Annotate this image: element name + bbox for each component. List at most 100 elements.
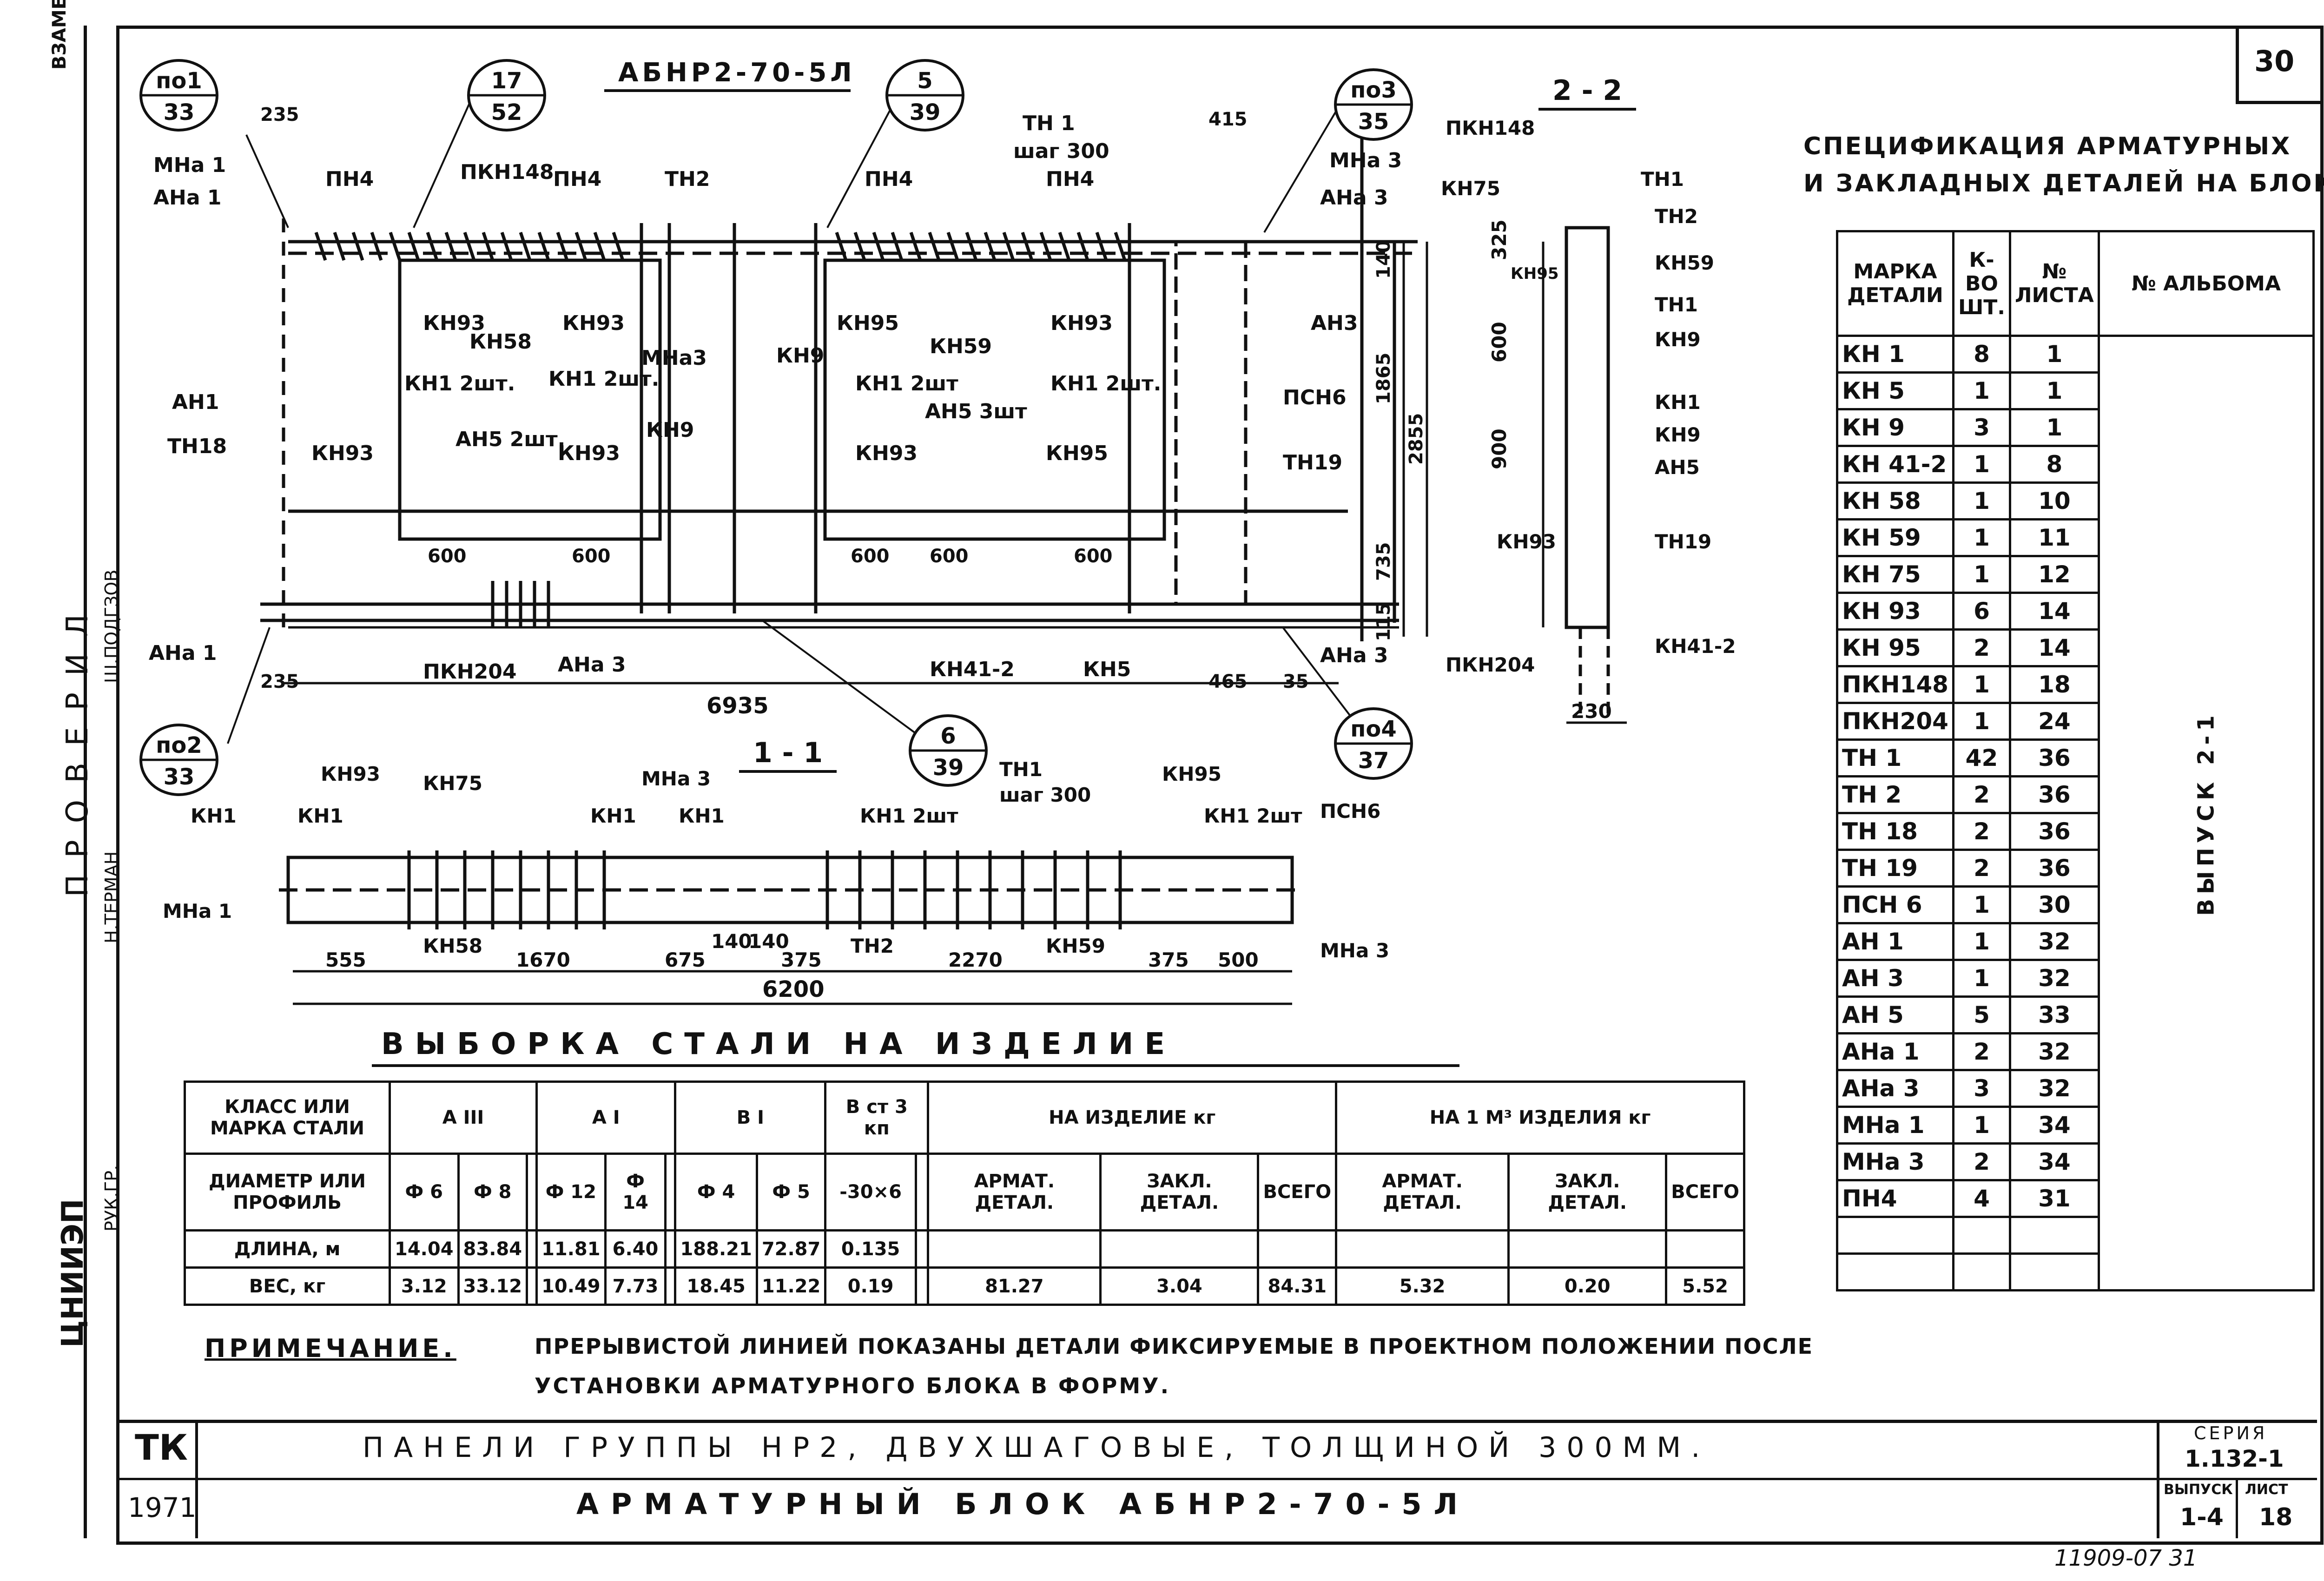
spec-cell-sheet: 34 bbox=[2009, 1106, 2100, 1145]
steel-diam-cell: -30×6 bbox=[824, 1153, 917, 1232]
spec-cell-sheet: 33 bbox=[2009, 995, 2100, 1034]
dim-1865: 1865 bbox=[1373, 353, 1394, 404]
s11-dim-375-a: 375 bbox=[781, 949, 822, 971]
steel-length-cell bbox=[1507, 1229, 1668, 1269]
s22-dim-900: 900 bbox=[1488, 428, 1511, 469]
spec-cell-qty: 1 bbox=[1952, 1106, 2012, 1145]
spec-cell-sheet: 36 bbox=[2009, 812, 2100, 851]
vypusk-value: 1-4 bbox=[2180, 1503, 2224, 1531]
footer-handwritten: 11909-07 31 bbox=[2054, 1545, 2198, 1571]
steel-title-underline bbox=[372, 1064, 1459, 1067]
spec-cell-mark: ПСН 6 bbox=[1836, 885, 1954, 924]
spec-cell-sheet: 34 bbox=[2009, 1142, 2100, 1181]
spec-cell-sheet: 18 bbox=[2009, 665, 2100, 704]
steel-weight-cell bbox=[914, 1266, 930, 1306]
spec-cell-mark: КН 41-2 bbox=[1836, 445, 1954, 484]
s22-tn19: ТН19 bbox=[1655, 530, 1711, 553]
steel-group-b1: В I bbox=[674, 1080, 827, 1155]
spec-cell-mark: КН 58 bbox=[1836, 481, 1954, 520]
s11-dim-6200: 6200 bbox=[762, 976, 825, 1002]
spec-cell-sheet: 36 bbox=[2009, 849, 2100, 888]
dim-35: 35 bbox=[1283, 671, 1309, 692]
lbl-kn95-b: КН95 bbox=[1046, 441, 1108, 465]
s11-kn59: КН59 bbox=[1046, 935, 1105, 957]
steel-diam-cell: АРМАТ. ДЕТАЛ. bbox=[927, 1153, 1102, 1232]
spec-cell-qty: 1 bbox=[1952, 959, 2012, 998]
spec-cell-sheet: 30 bbox=[2009, 885, 2100, 924]
spec-cell-qty: 3 bbox=[1952, 1069, 2012, 1108]
s22-pkn204: ПКН204 bbox=[1446, 653, 1535, 676]
s22-kn95: КН95 bbox=[1511, 264, 1559, 283]
s11-kn1-a: КН1 bbox=[191, 804, 237, 827]
circle-ref-1-bottom: 33 bbox=[164, 99, 195, 125]
s11-kn93: КН93 bbox=[321, 763, 380, 785]
s11-kn75: КН75 bbox=[423, 772, 482, 795]
steel-weight-cell bbox=[526, 1266, 538, 1306]
spec-title-line1: СПЕЦИФИКАЦИЯ АРМАТУРНЫХ bbox=[1803, 132, 2292, 160]
spec-cell-qty: 1 bbox=[1952, 702, 2012, 741]
s22-kn93: КН93 bbox=[1497, 530, 1556, 553]
vypusk-label: ВЫПУСК bbox=[2164, 1482, 2233, 1498]
spec-cell-sheet: 31 bbox=[2009, 1179, 2100, 1218]
spec-cell-qty: 1 bbox=[1952, 665, 2012, 704]
steel-diam-cell: Ф 14 bbox=[604, 1153, 667, 1232]
spec-cell-sheet: 10 bbox=[2009, 481, 2100, 520]
s11-mna3-b: МНа 3 bbox=[1320, 939, 1389, 962]
spec-cell-qty: 2 bbox=[1952, 1032, 2012, 1071]
circle-ref-5-bottom: 33 bbox=[164, 764, 195, 790]
s11-kn1-c: КН1 bbox=[590, 804, 636, 827]
title-block-code-divider bbox=[195, 1420, 198, 1538]
circle-ref-7-top: по4 bbox=[1350, 716, 1397, 742]
steel-weight-cell: 10.49 bbox=[535, 1266, 607, 1306]
steel-length-label: ДЛИНА, м bbox=[184, 1229, 391, 1269]
dim-465: 465 bbox=[1208, 671, 1248, 692]
steel-weight-cell: 11.22 bbox=[755, 1266, 827, 1306]
s11-dim-375-b: 375 bbox=[1148, 949, 1189, 971]
steel-group-vst: В ст 3 кп bbox=[824, 1080, 930, 1155]
spec-cell-mark: ТН 1 bbox=[1836, 738, 1954, 777]
spec-cell-mark: КН 59 bbox=[1836, 518, 1954, 557]
s22-kn41-2: КН41-2 bbox=[1655, 635, 1736, 658]
steel-diam-cell: Ф 4 bbox=[674, 1153, 758, 1232]
spec-cell-sheet: 32 bbox=[2009, 1032, 2100, 1071]
steel-weight-cell bbox=[664, 1266, 677, 1306]
circle-ref-5-top: по2 bbox=[156, 732, 202, 758]
sheet-number: 30 bbox=[2254, 44, 2295, 78]
s11-kn58: КН58 bbox=[423, 935, 482, 957]
dim-235-a: 235 bbox=[260, 104, 299, 125]
spec-table: МАРКА ДЕТАЛИ К-ВО ШТ. № ЛИСТА № АЛЬБОМА … bbox=[1836, 230, 2315, 1291]
steel-length-cell bbox=[1257, 1229, 1338, 1269]
steel-length-cell bbox=[927, 1229, 1102, 1269]
steel-diam-cell: ВСЕГО bbox=[1665, 1153, 1745, 1232]
title-line2: АРМАТУРНЫЙ БЛОК АБНР2-70-5Л bbox=[576, 1487, 1470, 1521]
note-line1: ПРЕРЫВИСТОЙ ЛИНИЕЙ ПОКАЗАНЫ ДЕТАЛИ ФИКСИ… bbox=[535, 1334, 1814, 1359]
section-1-1-title: 1 - 1 bbox=[753, 737, 823, 769]
steel-group-a3: А III bbox=[388, 1080, 538, 1155]
spec-title-line2: И ЗАКЛАДНЫХ ДЕТАЛЕЙ НА БЛОК bbox=[1803, 170, 2324, 198]
dim-600-a: 600 bbox=[428, 546, 467, 567]
dim-600-d: 600 bbox=[930, 546, 969, 567]
lbl-kn1-d: КН1 2шт. bbox=[1050, 372, 1161, 395]
spec-cell-qty: 42 bbox=[1952, 738, 2012, 777]
title-block-series-divider bbox=[2157, 1420, 2159, 1538]
spec-col-mark: МАРКА ДЕТАЛИ bbox=[1836, 230, 1954, 337]
lbl-an5-b: АН5 3шт bbox=[925, 400, 1027, 423]
spec-cell-sheet: 11 bbox=[2009, 518, 2100, 557]
lbl-kn59: КН59 bbox=[930, 335, 992, 358]
s11-kn1-2sht-b: КН1 2шт bbox=[1204, 804, 1302, 827]
circle-ref-6-top: 6 bbox=[940, 723, 956, 749]
s22-dim-600: 600 bbox=[1488, 322, 1511, 362]
lbl-an3: АН3 bbox=[1311, 311, 1358, 335]
s22-kn9-a: КН9 bbox=[1655, 328, 1701, 351]
s11-dim-1670: 1670 bbox=[516, 949, 570, 971]
